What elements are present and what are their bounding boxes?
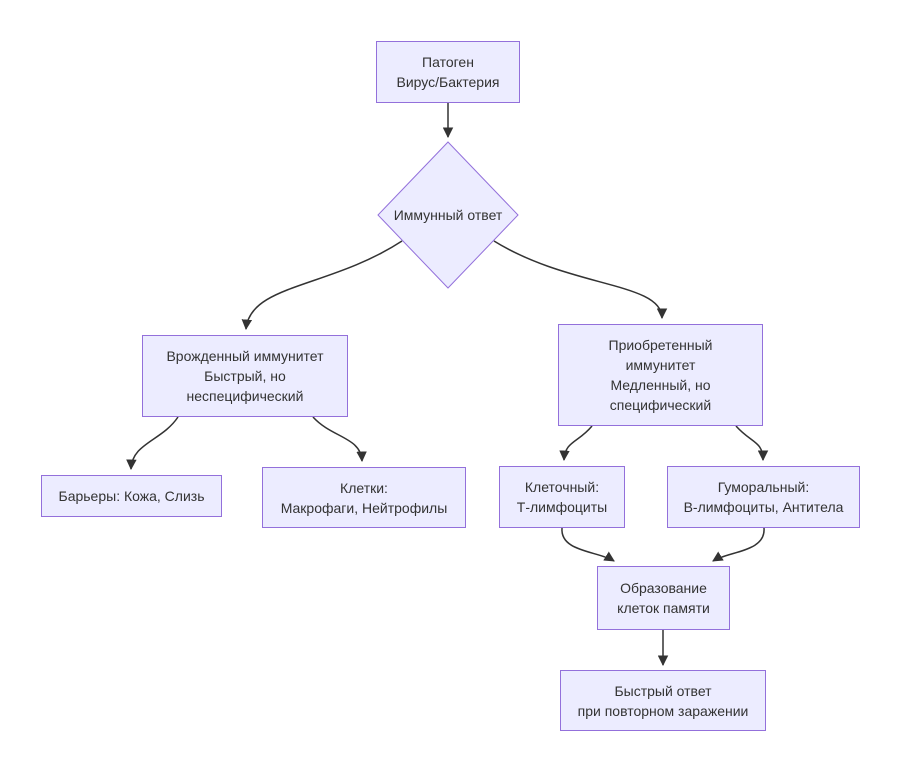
node-pathogen-line: Патоген bbox=[422, 54, 474, 70]
node-pathogen-line: Вирус/Бактерия bbox=[396, 74, 500, 90]
node-barriers: Барьеры: Кожа, Слизь bbox=[41, 475, 222, 517]
node-cells-line: Макрофаги, Нейтрофилы bbox=[280, 499, 448, 516]
edge-innate-to-cells bbox=[312, 416, 367, 463]
node-immune-response-line: Иммунный ответ bbox=[393, 207, 503, 223]
node-innate-line: Быстрый, но bbox=[204, 368, 286, 384]
node-memory-line: клеток памяти bbox=[617, 600, 710, 616]
node-memory: Образование клеток памяти bbox=[597, 566, 730, 630]
node-humoral-line: Гуморальный: bbox=[717, 479, 810, 495]
node-innate-line: неспецифический bbox=[186, 388, 304, 404]
node-adaptive-line: иммунитет bbox=[625, 357, 696, 373]
edge-immune-response-to-adaptive bbox=[493, 240, 668, 320]
node-humoral-line: В-лимфоциты, Антитела bbox=[683, 499, 844, 515]
node-adaptive-line: специфический bbox=[609, 397, 712, 413]
node-fast-response: Быстрый ответ при повторном заражении bbox=[560, 670, 766, 731]
decision-diamond-shape bbox=[377, 141, 519, 289]
node-adaptive: Приобретенный иммунитет Медленный, но сп… bbox=[558, 324, 763, 426]
edge-adaptive-to-humoral bbox=[735, 425, 769, 462]
edge-immune-response-to-innate bbox=[241, 240, 403, 331]
node-cellular-line: Клеточный: bbox=[524, 479, 600, 495]
edge-humoral-to-memory bbox=[712, 527, 765, 562]
node-fast-response-line: Быстрый ответ bbox=[614, 682, 712, 699]
node-cellular-line: Т-лимфоциты bbox=[516, 499, 608, 515]
node-immune-response-label: Иммунный ответ bbox=[378, 201, 518, 229]
node-pathogen: Патоген Вирус/Бактерия bbox=[376, 41, 520, 103]
node-innate-line: Врожденный иммунитет bbox=[166, 348, 324, 364]
node-adaptive-line: Приобретенный bbox=[608, 337, 713, 353]
node-fast-response-line: при повторном заражении bbox=[577, 702, 749, 719]
edge-adaptive-to-cellular bbox=[559, 425, 593, 462]
node-adaptive-line: Медленный, но bbox=[610, 377, 711, 393]
edge-innate-to-barriers bbox=[126, 416, 179, 471]
node-memory-line: Образование bbox=[620, 580, 707, 596]
node-barriers-line: Барьеры: Кожа, Слизь bbox=[58, 488, 205, 504]
edge-cellular-to-memory bbox=[561, 527, 615, 562]
node-innate: Врожденный иммунитет Быстрый, но неспеци… bbox=[142, 335, 348, 417]
node-cells: Клетки: Макрофаги, Нейтрофилы bbox=[262, 467, 466, 528]
node-cells-line: Клетки: bbox=[340, 479, 388, 496]
node-cellular: Клеточный: Т-лимфоциты bbox=[499, 466, 625, 528]
node-humoral: Гуморальный: В-лимфоциты, Антитела bbox=[667, 466, 860, 528]
